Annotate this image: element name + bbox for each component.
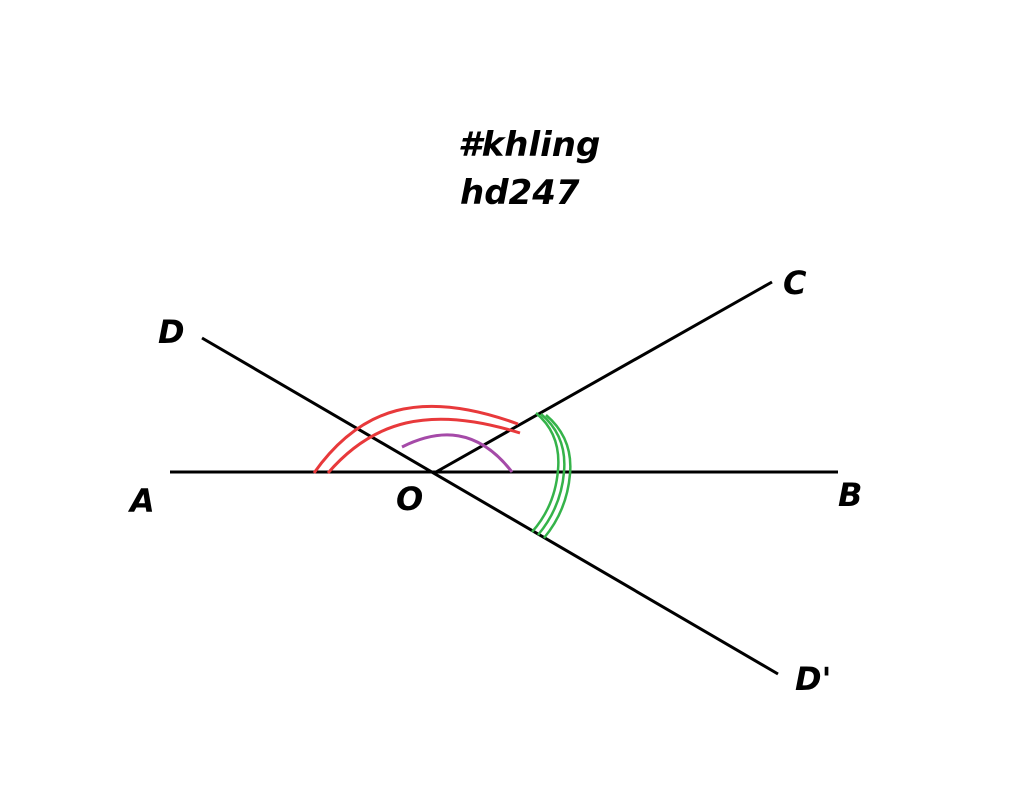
label-A: A bbox=[127, 482, 155, 520]
ray-OC bbox=[435, 280, 773, 474]
arc-AOC-inner bbox=[326, 417, 521, 474]
arc-purple bbox=[401, 433, 514, 473]
label-B: B bbox=[838, 476, 862, 514]
line-DD-prime bbox=[201, 336, 779, 676]
label-O: O bbox=[396, 480, 423, 518]
arc-AOC-outer bbox=[312, 404, 519, 474]
label-D-prime: D' bbox=[795, 660, 831, 698]
arc-green-3 bbox=[543, 414, 572, 539]
arc-green-2 bbox=[537, 413, 566, 536]
caption-line-1: #khling bbox=[458, 125, 601, 165]
label-C: C bbox=[783, 264, 807, 302]
label-D: D bbox=[158, 313, 185, 351]
caption-line-2: hd247 bbox=[460, 173, 580, 213]
arc-green-1 bbox=[531, 412, 560, 533]
